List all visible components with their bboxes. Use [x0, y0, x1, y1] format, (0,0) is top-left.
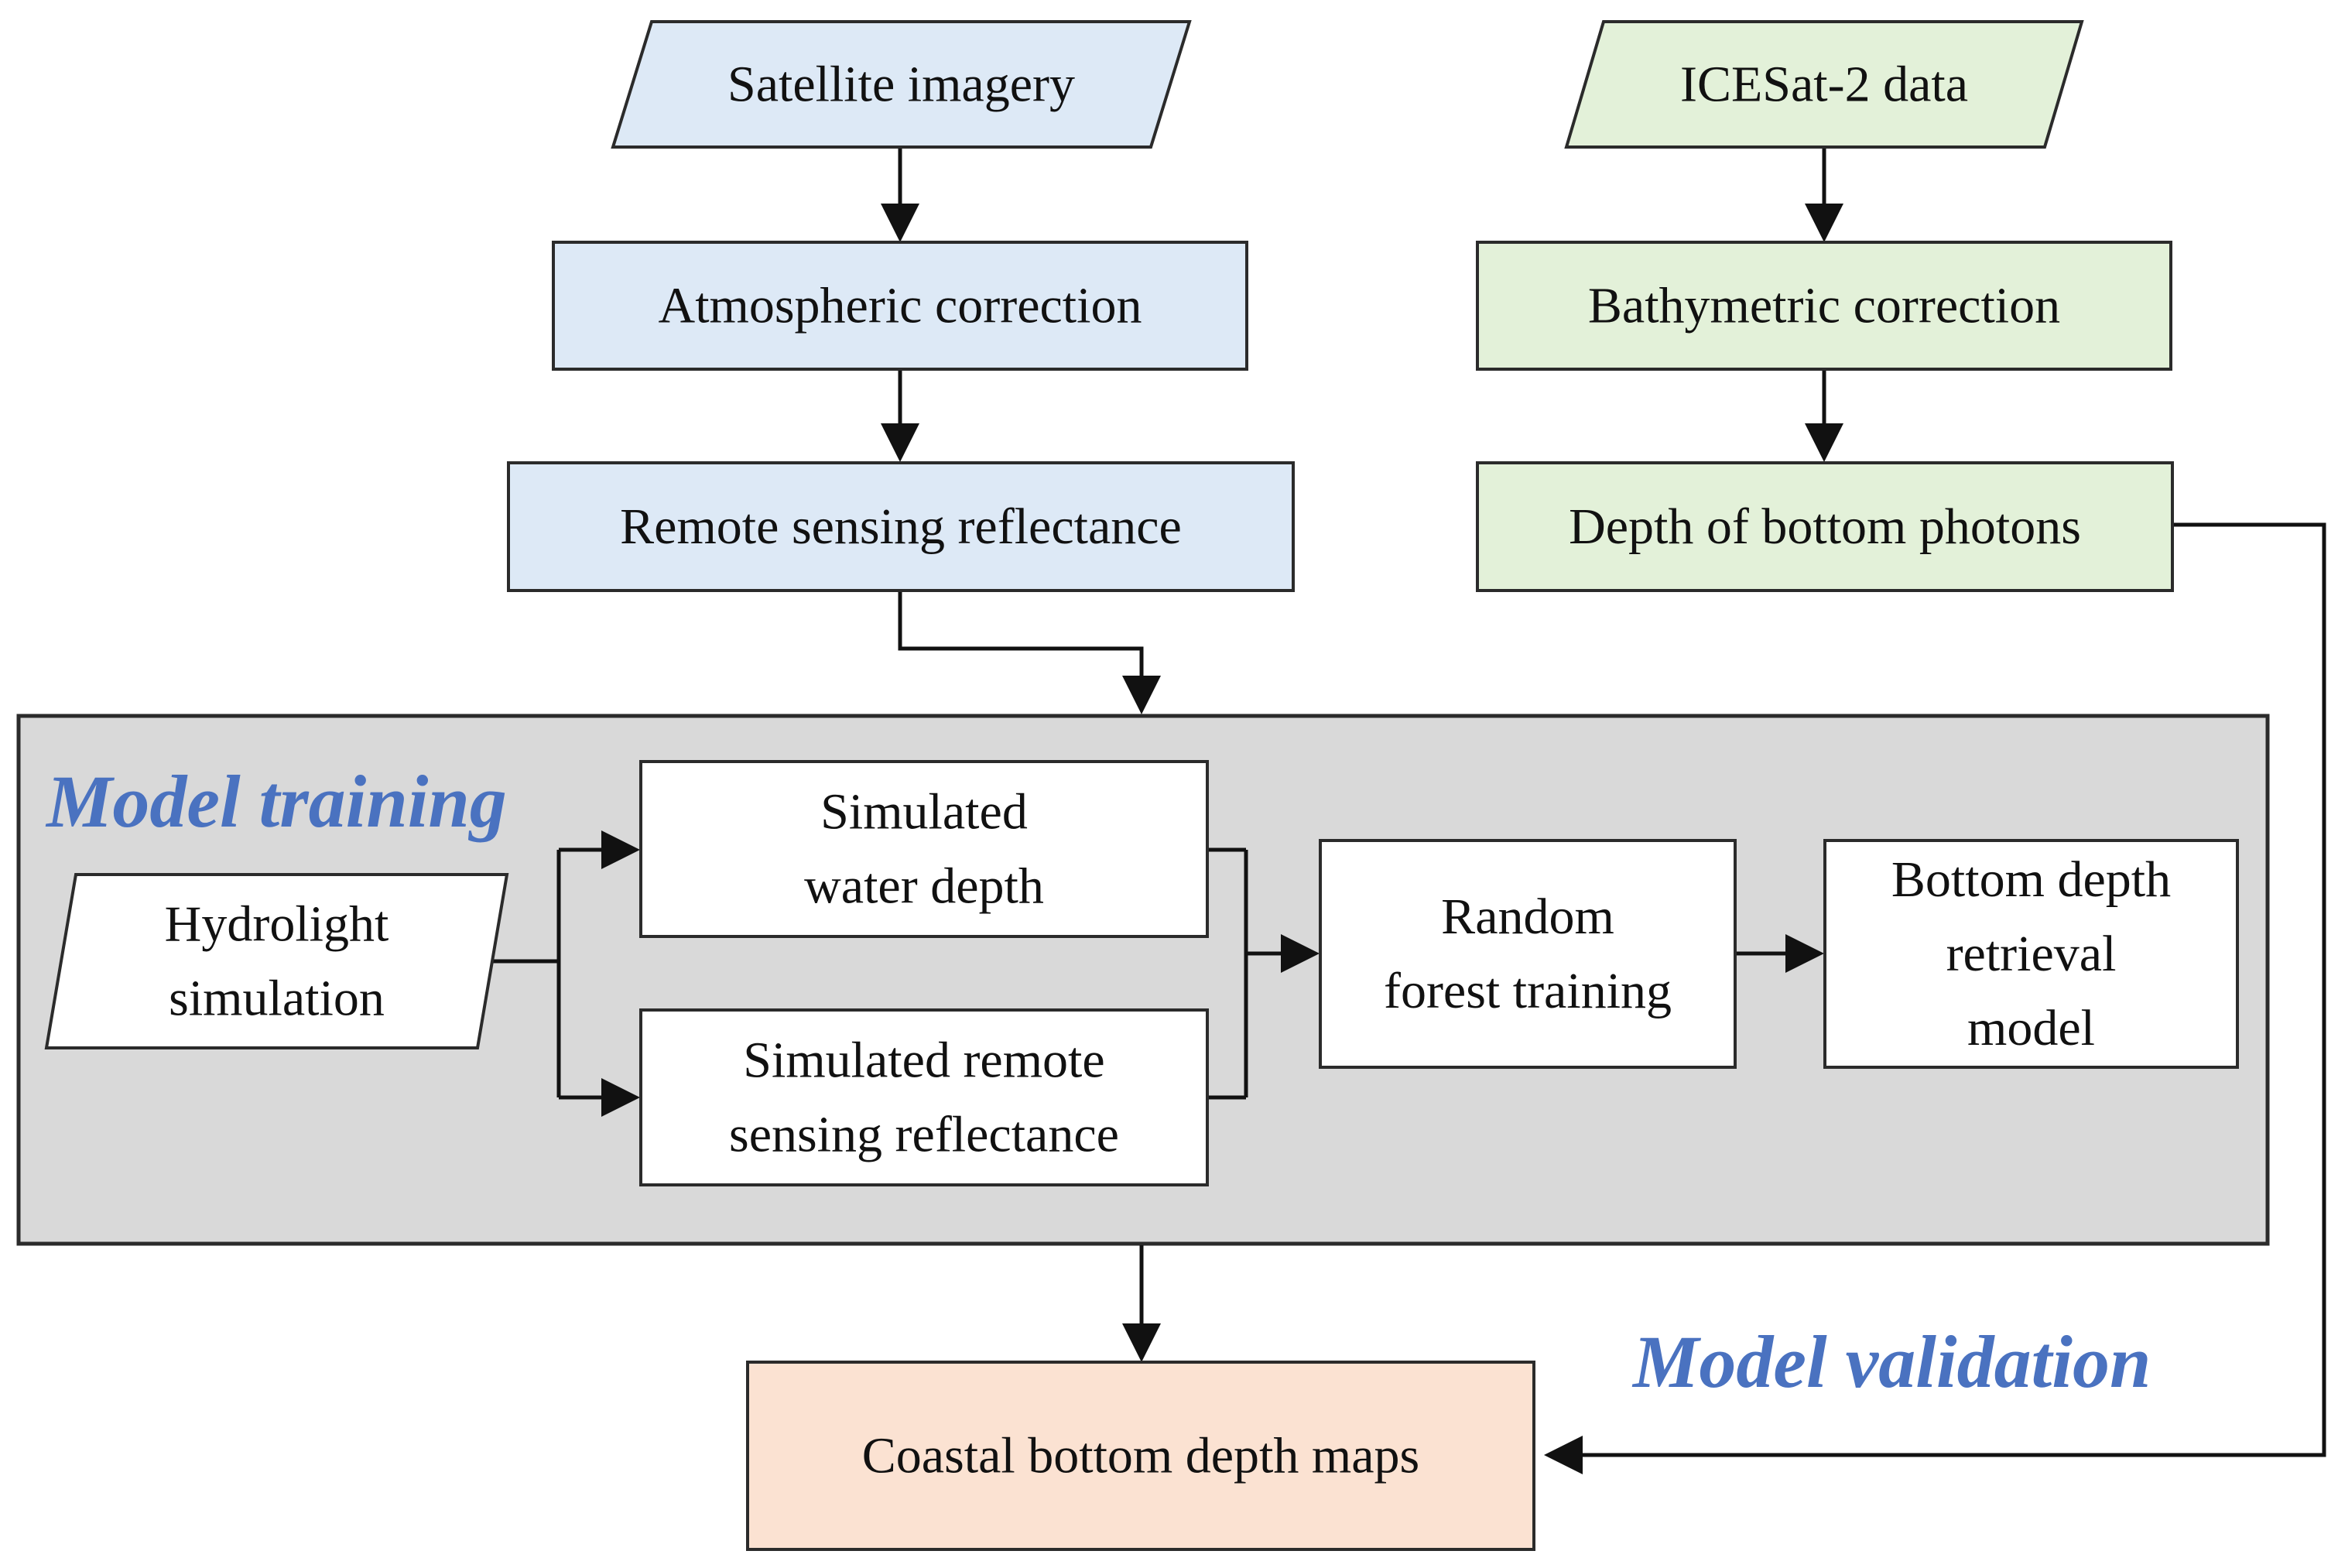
- icesat2-data-node-shape: [1564, 20, 2084, 149]
- atmospheric-correction-node: Atmospheric correction: [552, 241, 1248, 371]
- hydrolight-simulation-node-shape: [44, 873, 509, 1049]
- simulated-rrs-node-shape: [639, 1008, 1209, 1186]
- bottom-depth-model-node-label-line: model: [1967, 1000, 2095, 1056]
- coastal-maps-node: Coastal bottom depth maps: [746, 1361, 1535, 1551]
- bathymetric-correction-node: Bathymetric correction: [1476, 241, 2172, 371]
- simulated-water-depth-node: Simulated water depth: [639, 760, 1209, 938]
- coastal-maps-node-label-line: Coastal bottom depth maps: [862, 1428, 1419, 1484]
- random-forest-training-node-label-line: Random: [1441, 888, 1614, 945]
- remote-sensing-reflectance-node-label-line: Remote sensing reflectance: [620, 498, 1182, 555]
- icesat2-data-node-label-line: ICESat-2 data: [1680, 56, 1968, 113]
- depth-bottom-photons-node-shape: [1476, 461, 2174, 592]
- hydrolight-simulation-node: Hydrolight simulation: [44, 873, 509, 1049]
- edge-rrs-to-training-panel: [898, 591, 1161, 714]
- edges: [484, 147, 2326, 1474]
- simulated-rrs-node-label-line: Simulated remote: [743, 1032, 1104, 1089]
- model-training-label: Model training: [45, 760, 507, 843]
- bathymetric-correction-node-label-line: Bathymetric correction: [1588, 278, 2060, 334]
- simulated-water-depth-node-label-line: Simulated: [820, 784, 1028, 840]
- hydrolight-simulation-node-label-line: simulation: [169, 971, 385, 1027]
- depth-bottom-photons-node-label-line: Depth of bottom photons: [1569, 498, 2081, 555]
- satellite-imagery-node: Satellite imagery: [611, 20, 1192, 149]
- random-forest-training-node: Random forest training: [1319, 839, 1737, 1069]
- bathymetric-correction-node-shape: [1476, 241, 2172, 371]
- atmospheric-correction-node-label-line: Atmospheric correction: [659, 278, 1142, 334]
- simulated-rrs-node-label-line: sensing reflectance: [729, 1107, 1119, 1163]
- edge-depth-to-coastal-maps: [1544, 522, 2326, 1474]
- bottom-depth-model-node-shape: [1823, 839, 2239, 1069]
- icesat2-data-node: ICESat-2 data: [1564, 20, 2084, 149]
- depth-bottom-photons-node: Depth of bottom photons: [1476, 461, 2174, 592]
- satellite-imagery-node-shape: [611, 20, 1192, 149]
- nodes: Satellite imagery ICESat-2 dataAtmospheri…: [44, 20, 2239, 1551]
- random-forest-training-node-shape: [1319, 839, 1737, 1069]
- bottom-depth-model-node: Bottom depth retrieval model: [1823, 839, 2239, 1069]
- hydrolight-simulation-node-label-line: Hydrolight: [165, 896, 389, 953]
- satellite-imagery-node-label-line: Satellite imagery: [727, 56, 1075, 113]
- simulated-rrs-node: Simulated remote sensing reflectance: [639, 1008, 1209, 1186]
- random-forest-training-node-label-line: forest training: [1384, 963, 1672, 1019]
- simulated-water-depth-node-label-line: water depth: [804, 858, 1044, 915]
- atmospheric-correction-node-shape: [552, 241, 1248, 371]
- coastal-maps-node-shape: [746, 1361, 1535, 1551]
- bottom-depth-model-node-label-line: Bottom depth: [1891, 851, 2171, 908]
- remote-sensing-reflectance-node-shape: [507, 461, 1295, 592]
- bottom-depth-model-node-label-line: retrieval: [1946, 926, 2117, 982]
- simulated-water-depth-node-shape: [639, 760, 1209, 938]
- remote-sensing-reflectance-node: Remote sensing reflectance: [507, 461, 1295, 592]
- model-validation-label: Model validation: [1631, 1320, 2151, 1403]
